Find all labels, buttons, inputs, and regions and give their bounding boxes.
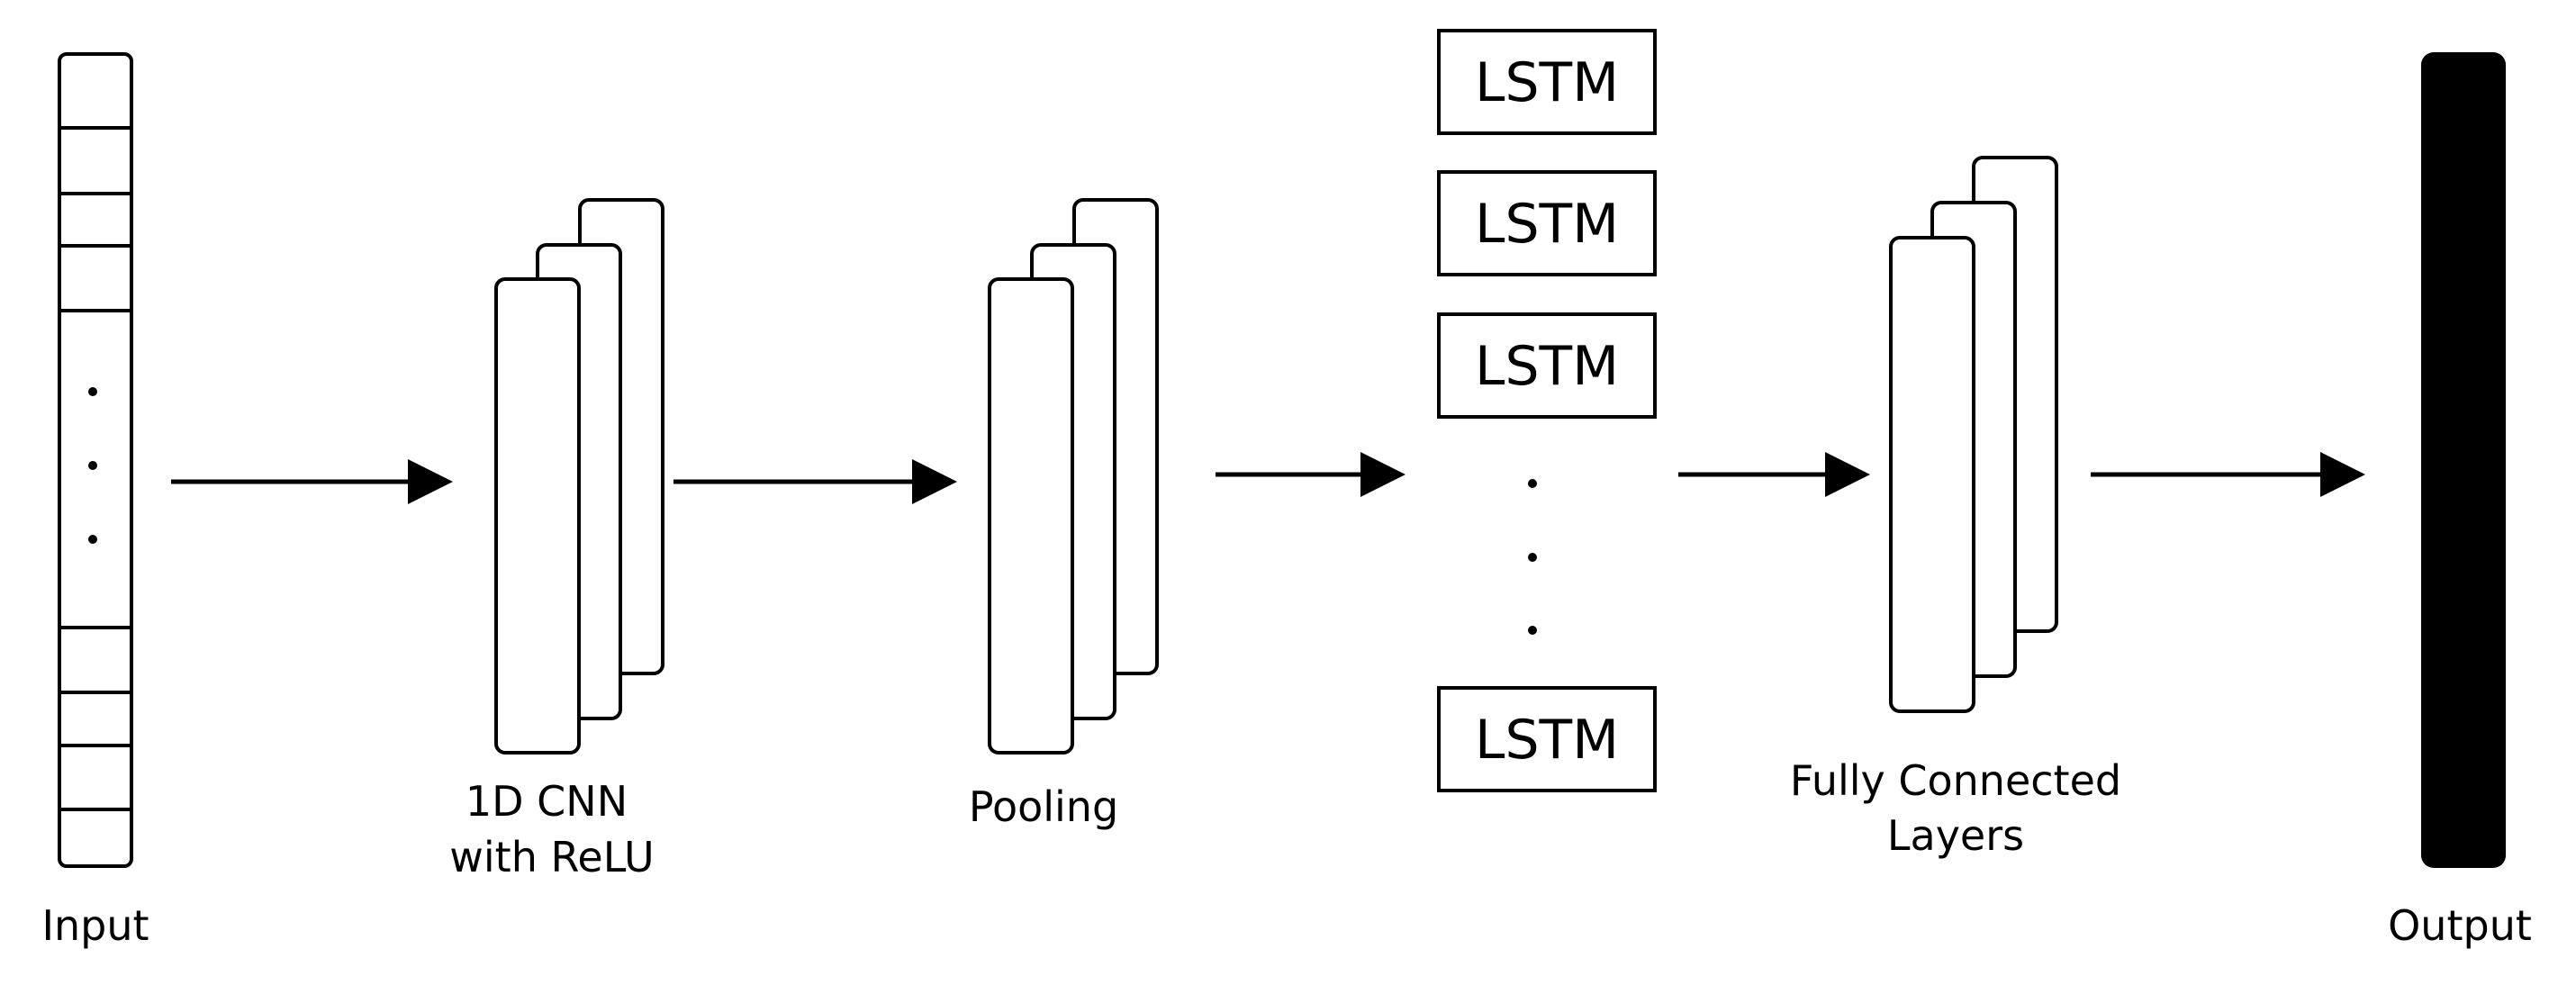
lstm-block-label: LSTM bbox=[1475, 335, 1619, 398]
cnn-feature-map bbox=[494, 277, 581, 755]
fc-label-line1: Fully Connected bbox=[1790, 756, 2121, 805]
input-ellipsis-dot bbox=[88, 461, 97, 470]
output-label: Output bbox=[2388, 901, 2532, 950]
cnn-layer-stack bbox=[494, 198, 664, 755]
input-label: Input bbox=[41, 901, 149, 950]
pooling-label: Pooling bbox=[969, 782, 1118, 831]
lstm-ellipsis-dot bbox=[1528, 626, 1537, 635]
lstm-block: LSTM bbox=[1437, 312, 1657, 419]
lstm-stack: LSTM LSTM LSTM LSTM bbox=[1437, 29, 1657, 792]
lstm-ellipsis-dot bbox=[1528, 553, 1537, 562]
lstm-block: LSTM bbox=[1437, 29, 1657, 135]
cnn-label-line1: 1D CNN bbox=[465, 777, 628, 826]
fc-layer bbox=[1889, 236, 1975, 713]
output-vector bbox=[2421, 52, 2506, 868]
input-ellipsis-dot bbox=[88, 535, 97, 544]
lstm-ellipsis-dot bbox=[1528, 479, 1537, 488]
fc-label-line2: Layers bbox=[1887, 811, 2024, 860]
fc-layer-stack bbox=[1889, 156, 2058, 713]
lstm-block-frame bbox=[1437, 170, 1657, 276]
lstm-block: LSTM bbox=[1437, 170, 1657, 276]
lstm-block: LSTM bbox=[1437, 686, 1657, 792]
pooling-feature-map bbox=[988, 277, 1074, 755]
lstm-block-frame bbox=[1437, 29, 1657, 135]
lstm-block-label: LSTM bbox=[1475, 193, 1619, 256]
lstm-block-frame bbox=[1437, 312, 1657, 419]
pooling-layer-stack bbox=[988, 198, 1159, 755]
input-ellipsis-dot bbox=[88, 387, 97, 396]
lstm-block-label: LSTM bbox=[1475, 51, 1619, 114]
cnn-label-line2: with ReLU bbox=[449, 833, 654, 881]
lstm-block-label: LSTM bbox=[1475, 709, 1619, 772]
input-vector bbox=[58, 52, 133, 868]
lstm-block-frame bbox=[1437, 686, 1657, 792]
input-vector-frame bbox=[58, 52, 133, 868]
